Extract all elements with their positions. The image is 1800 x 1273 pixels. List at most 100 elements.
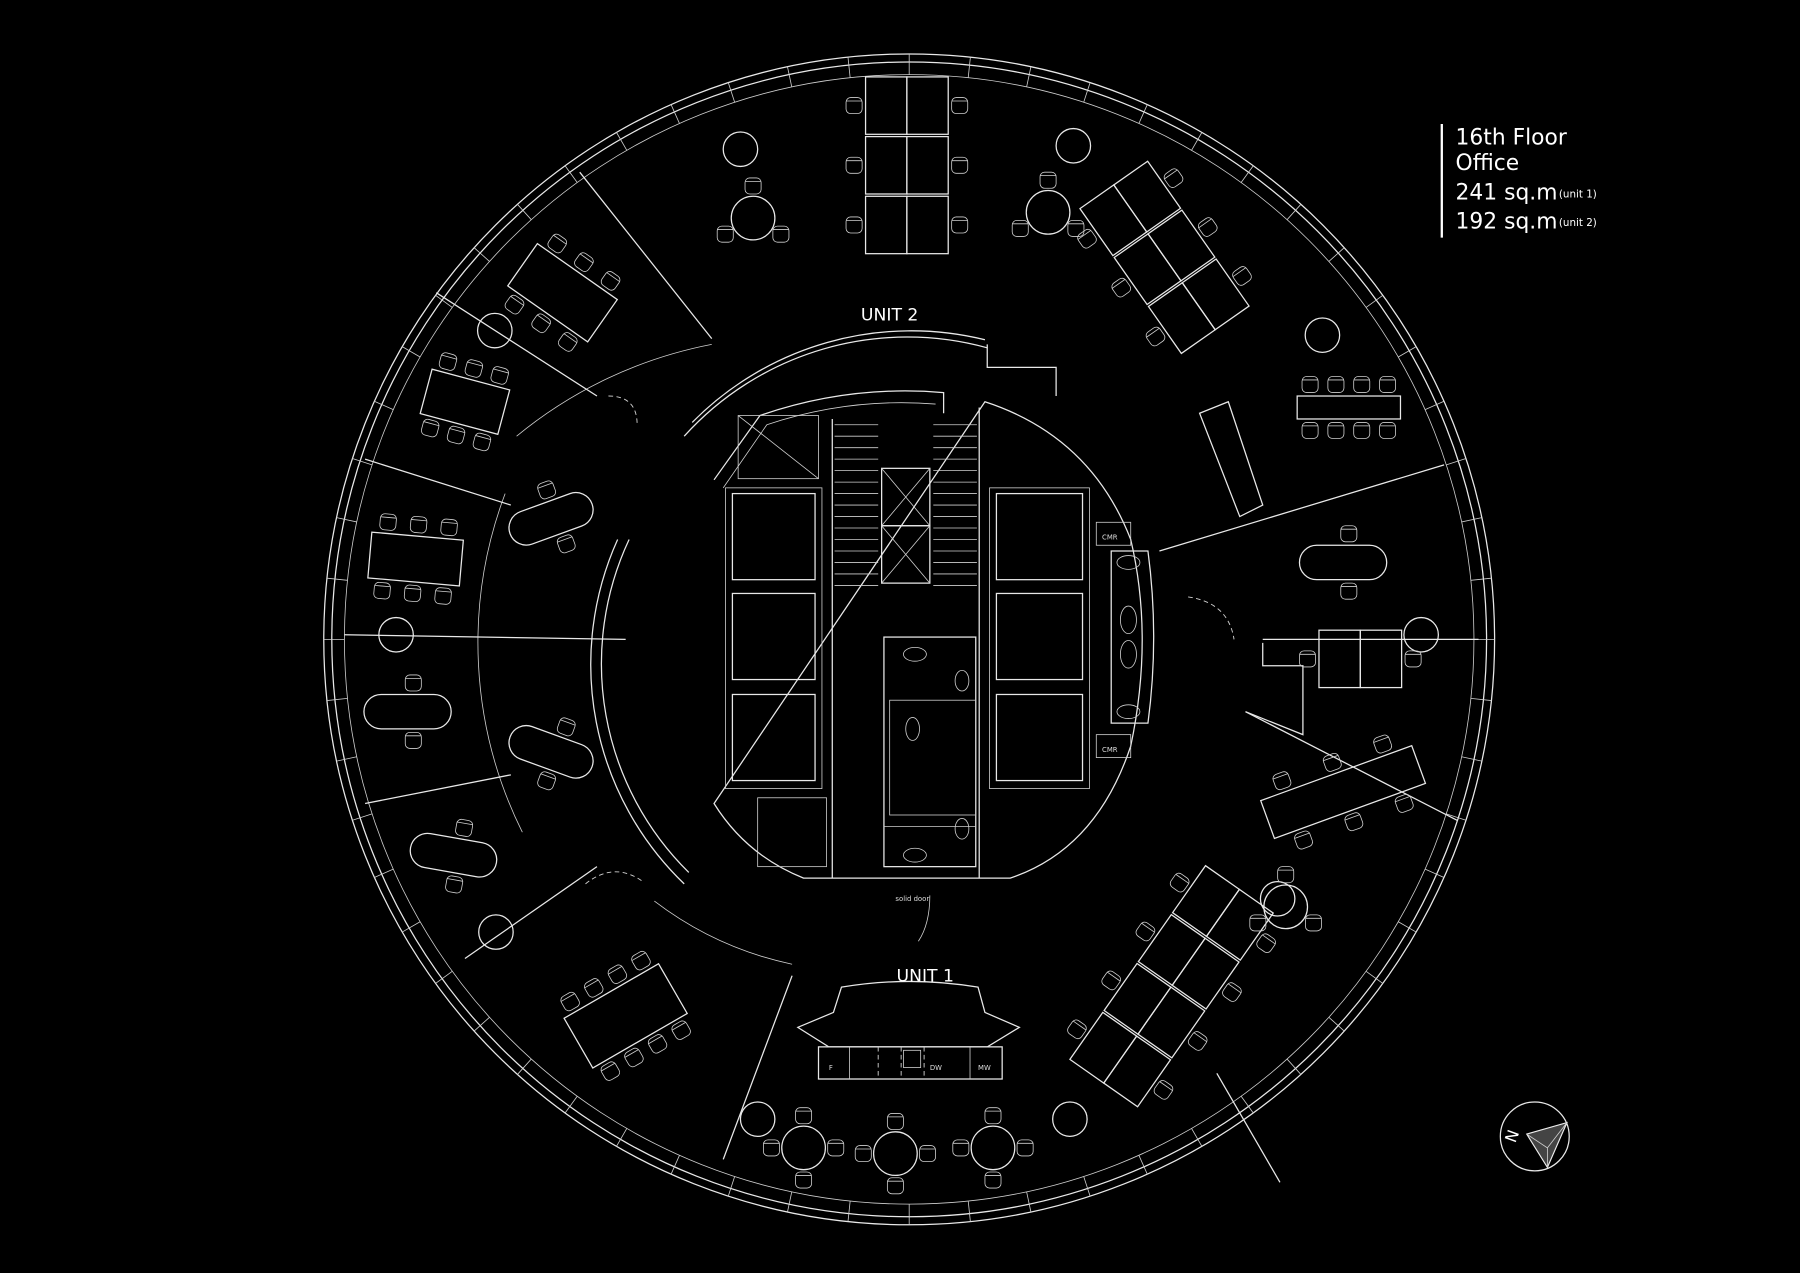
chair [1222,982,1242,1002]
chair [464,359,484,378]
window-mullion [401,346,421,358]
desk [1205,888,1275,961]
chair [1016,1139,1034,1157]
chair [886,1113,904,1130]
building-core: CMR CMR solid door [713,390,1155,942]
chair-back [624,1049,639,1058]
window-mullion [1470,577,1492,581]
legend: 16th Floor Office 241 sq.m (unit 1) 192 … [1440,123,1597,238]
desk-cluster [845,76,969,255]
window-mullion [473,1016,490,1032]
chair [1011,219,1029,237]
desk [1102,1035,1172,1108]
chair-back [1107,971,1121,982]
table-top [506,242,619,343]
chair [763,1139,780,1157]
chair [537,480,557,500]
chair [1340,582,1358,600]
chair [373,581,391,600]
window-mullion [1026,66,1032,88]
chair [504,294,525,315]
chair [574,252,594,272]
chair-back [1394,795,1411,803]
chair [1135,921,1156,942]
window-mullion [1138,1155,1148,1175]
table-top [1298,544,1388,581]
window-mullion [352,813,373,821]
fridge-label: F [829,1064,833,1072]
chair [547,233,568,254]
chair-back [536,314,551,325]
solid-door-label: solid door [895,895,929,903]
chair [1232,266,1252,286]
chair-back [1146,327,1160,338]
desk [906,135,949,195]
unit-1-label: UNIT 1 [897,966,954,986]
chair [1145,326,1166,347]
chair-back [537,482,553,489]
window-mullion [727,1176,736,1197]
north-compass-icon: N [1499,1101,1570,1172]
round-table [854,1113,936,1195]
microwave-label: MW [978,1064,991,1072]
chair [600,271,621,291]
chair-back [579,253,594,264]
window-mullion [1026,1191,1032,1213]
window-mullion [1328,1016,1345,1032]
desk [1069,1011,1138,1084]
chair-back [435,590,452,593]
window-mullion [1191,1128,1203,1147]
window-mullion [564,1096,578,1114]
chair [845,97,863,115]
window-mullion [787,1191,793,1213]
legend-area-unit1-note: (unit 1) [1559,188,1597,200]
window-mullion [967,57,971,78]
table-top [409,832,498,878]
column [476,312,513,349]
column [739,1101,776,1138]
furniture [363,76,1427,1195]
chair [1373,734,1393,754]
chair [671,1020,691,1040]
chair [1294,830,1313,850]
column [1403,616,1439,653]
chair [854,1145,872,1163]
legend-area-unit2-note: (unit 2) [1559,217,1597,229]
table-top [730,195,776,241]
window-mullion [1191,132,1203,151]
chair [1277,866,1295,884]
chair [1101,970,1121,991]
chair-back [1175,873,1190,884]
meeting-table [1259,734,1427,850]
chair-back [1323,754,1339,762]
window-mullion [616,1128,628,1147]
chair [1340,525,1358,543]
chair [952,1139,970,1157]
chair [845,216,863,234]
columns [378,127,1439,1138]
window-mullion [473,247,490,262]
meeting-table [560,950,691,1081]
chair-back [606,272,621,282]
window-mullion [847,1200,851,1222]
legend-title-line2: Office [1456,151,1520,176]
chair [984,1171,1002,1189]
desk [1079,184,1148,257]
chair [984,1107,1002,1125]
chair [1067,219,1085,237]
window-mullion [517,204,532,220]
chair-back [1072,1020,1087,1031]
desk [906,76,949,135]
window-mullion [1328,247,1345,262]
chair [420,418,440,438]
column [1259,880,1296,917]
chair [490,366,509,385]
window-mullion [352,458,373,466]
chair-back [456,821,473,826]
round-table [952,1107,1034,1189]
table-top [1025,189,1071,235]
chair-back [404,587,422,590]
desk-cluster [1077,160,1252,355]
chair [404,731,422,749]
window-mullion [670,104,680,124]
